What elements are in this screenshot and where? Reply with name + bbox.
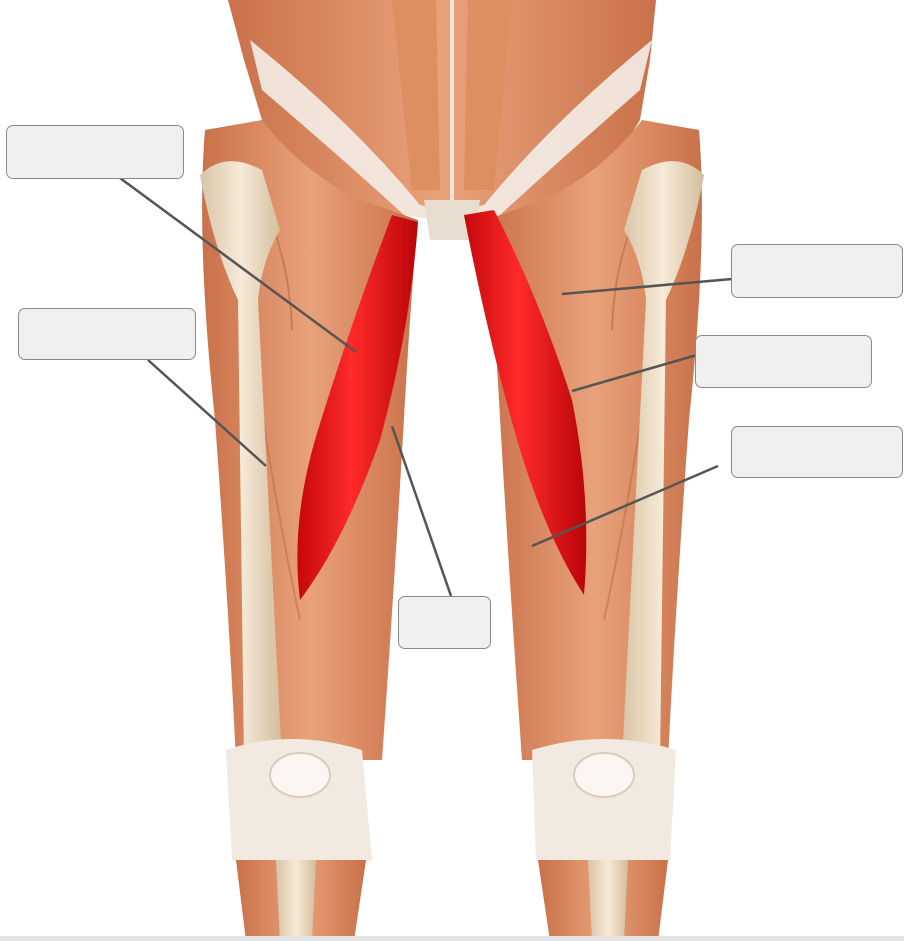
knee-joints — [226, 739, 676, 870]
label-box-upper-left[interactable] — [6, 125, 184, 179]
right-thigh — [464, 120, 704, 760]
left-thigh — [200, 120, 418, 760]
lower-legs — [236, 860, 668, 941]
label-box-mid-right[interactable] — [695, 335, 872, 388]
label-box-lower-right[interactable] — [731, 426, 903, 478]
bottom-border — [0, 936, 904, 941]
label-box-mid-left[interactable] — [18, 308, 196, 360]
label-box-center-bottom[interactable] — [398, 596, 491, 649]
label-box-upper-right[interactable] — [731, 244, 903, 298]
leader-line-center-bottom — [392, 426, 451, 596]
